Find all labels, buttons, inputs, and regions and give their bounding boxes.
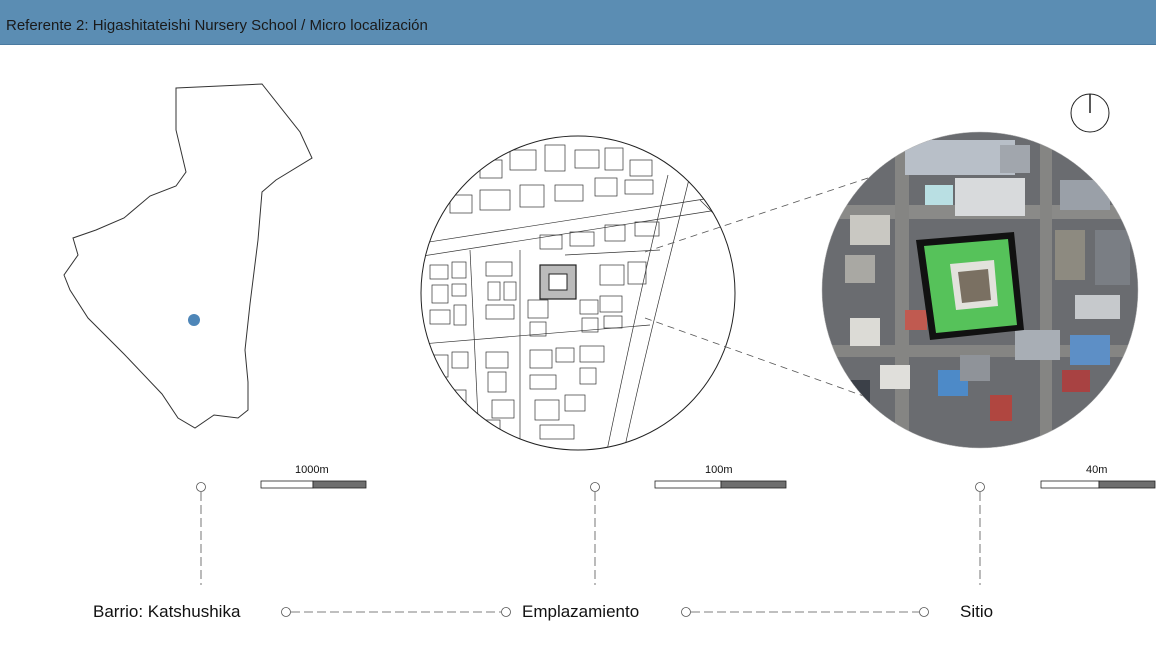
satellite-view	[821, 131, 1139, 449]
scale-label-barrio: 1000m	[295, 464, 329, 476]
location-marker	[188, 314, 200, 326]
label-connectors	[281, 607, 929, 617]
scale-bar-sitio	[1040, 480, 1156, 489]
label-emplazamiento: Emplazamiento	[522, 602, 640, 621]
label-sitio: Sitio	[960, 602, 994, 621]
page-title: Referente 2: Higashitateishi Nursery Sch…	[6, 17, 428, 34]
scale-bar-barrio	[260, 480, 367, 489]
scale-label-emplazamiento: 100m	[705, 464, 733, 476]
label-barrio: Barrio: Katshushika	[93, 602, 241, 621]
zoom-line-top	[644, 177, 869, 253]
scale-bar-emplazamiento	[654, 480, 787, 489]
zoom-line-bottom	[644, 317, 887, 405]
north-arrow-icon	[1070, 93, 1110, 133]
connector-node-emplazamiento	[590, 482, 600, 492]
connector-node-sitio	[975, 482, 985, 492]
scale-label-sitio: 40m	[1086, 464, 1108, 476]
page-header: Referente 2: Higashitateishi Nursery Sch…	[0, 0, 1156, 45]
street-map	[420, 135, 736, 451]
district-outline	[63, 83, 313, 429]
connector-node-barrio	[196, 482, 206, 492]
